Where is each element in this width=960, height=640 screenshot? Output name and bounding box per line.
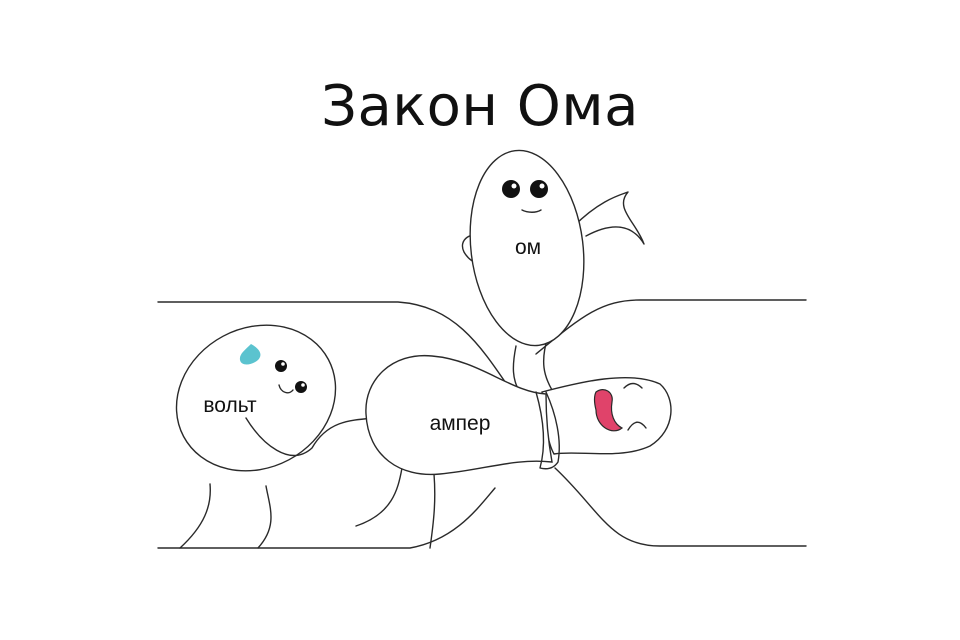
ohm-eyes: [502, 180, 548, 198]
ampere-eye-upper: [623, 382, 643, 389]
ampere-label: ампер: [430, 412, 491, 435]
volt-label: вольт: [203, 394, 257, 417]
volt-leg-left: [179, 483, 211, 549]
volt-body: [175, 324, 337, 472]
volt-pushing-arm: [245, 417, 377, 456]
volt-leg-right: [257, 485, 272, 549]
diagram-title: Закон Ома: [321, 74, 639, 139]
ohm-right-arm: [573, 191, 645, 245]
ohm-character: ом: [461, 149, 645, 393]
ohm-body: [469, 149, 585, 347]
volt-mouth: [278, 384, 294, 394]
volt-character: вольт: [175, 324, 377, 549]
ampere-leg-left: [355, 467, 403, 527]
ohm-label: ом: [515, 236, 541, 259]
ampere-eye-lower: [627, 421, 647, 431]
volt-eyes: [275, 360, 307, 393]
ohm-smile: [521, 209, 542, 213]
ampere-squeeze-ring: [535, 391, 560, 470]
ampere-leg-right: [429, 473, 436, 549]
sweat-drop-icon: [239, 344, 261, 365]
ampere-character: ампер: [355, 354, 672, 549]
ampere-mouth: [593, 389, 624, 432]
ampere-body: [365, 354, 553, 476]
